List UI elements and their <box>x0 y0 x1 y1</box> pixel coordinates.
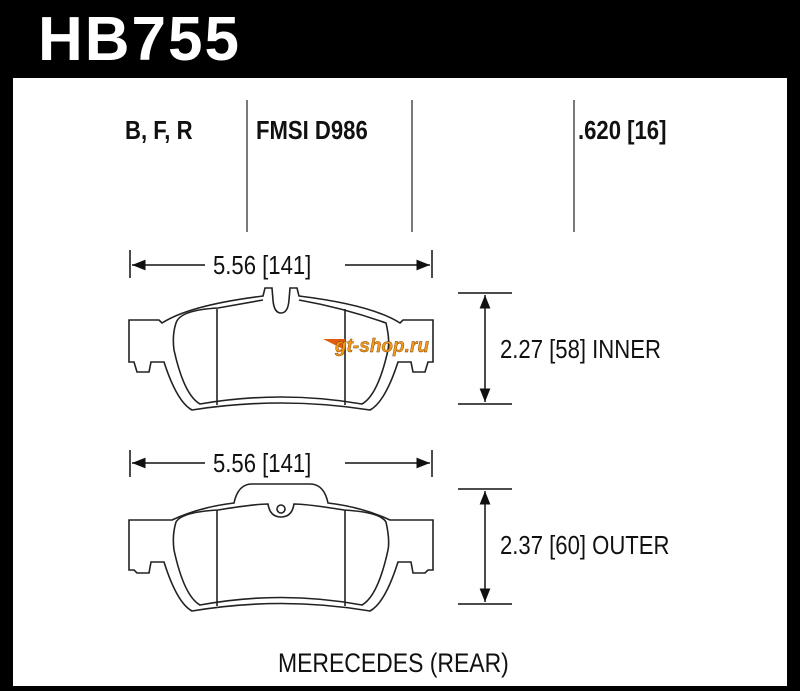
fmsi-number: FMSI D986 <box>256 115 368 145</box>
bottom-border <box>0 686 800 691</box>
inner-height-dimension <box>458 292 512 405</box>
outer-height-label: 2.37 [60] OUTER <box>500 530 670 560</box>
pad-thickness: .620 [16] <box>578 115 667 145</box>
right-border <box>787 0 800 691</box>
watermark-logo: gt-shop.ru <box>323 336 430 357</box>
positions: B, F, R <box>125 115 193 145</box>
inner-pad-drawing <box>128 287 434 411</box>
vehicle-application: MERECEDES (REAR) <box>278 648 509 678</box>
svg-text:gt-shop.ru: gt-shop.ru <box>334 336 429 357</box>
inner-width-dimension <box>129 250 433 278</box>
outer-width-label: 5.56 [141] <box>213 448 312 478</box>
inner-height-label: 2.27 [58] INNER <box>500 334 661 364</box>
spec-separators <box>246 100 575 232</box>
outer-height-dimension <box>458 488 512 605</box>
part-number: HB755 <box>38 5 241 74</box>
left-border <box>0 0 13 691</box>
outer-width-dimension <box>129 450 433 477</box>
outer-pad-drawing <box>128 483 434 612</box>
inner-width-label: 5.56 [141] <box>213 250 312 280</box>
header-band <box>0 0 800 78</box>
